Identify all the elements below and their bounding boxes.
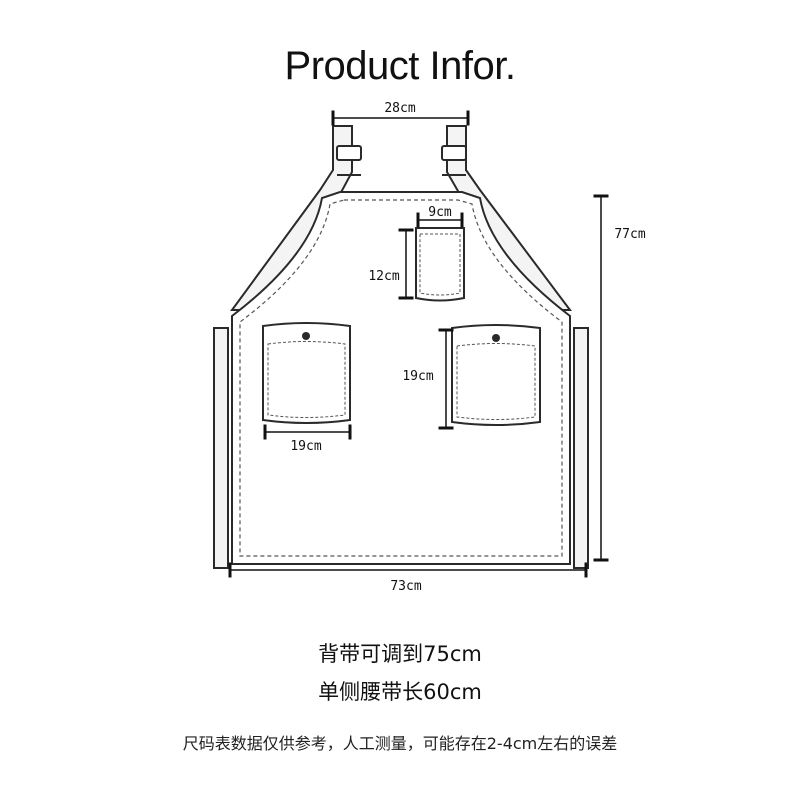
right-waist-tie [573, 327, 589, 569]
bottom-width-label: 73cm [390, 579, 421, 594]
chest-pocket [415, 227, 465, 302]
total-height-label: 77cm [614, 227, 645, 242]
left-buckle-icon [336, 145, 362, 161]
waist-tie-length-note: 单侧腰带长60cm [318, 680, 482, 704]
left-pocket-width-label: 19cm [290, 439, 321, 454]
left-pocket-button-icon [302, 332, 310, 340]
waist-ties [213, 327, 589, 569]
chest-pocket-width-label: 9cm [428, 205, 452, 220]
right-pocket [451, 324, 541, 426]
left-pocket [262, 322, 351, 424]
measurement-disclaimer: 尺码表数据仅供参考，人工测量，可能存在2-4cm左右的误差 [182, 734, 618, 753]
dimension-lines [228, 110, 609, 578]
apron-stitching [239, 199, 563, 557]
chest-pocket-height-label: 12cm [368, 269, 399, 284]
right-pocket-height-label: 19cm [402, 369, 433, 384]
right-pocket-button-icon [492, 334, 500, 342]
strap-length-note: 背带可调到75cm [318, 642, 482, 666]
right-neck-strap [446, 125, 572, 311]
top-width-label: 28cm [384, 101, 415, 116]
strap-buckles [336, 145, 467, 176]
right-buckle-icon [441, 145, 467, 161]
product-info-title: Product Infor. [284, 44, 516, 88]
left-waist-tie [213, 327, 229, 569]
